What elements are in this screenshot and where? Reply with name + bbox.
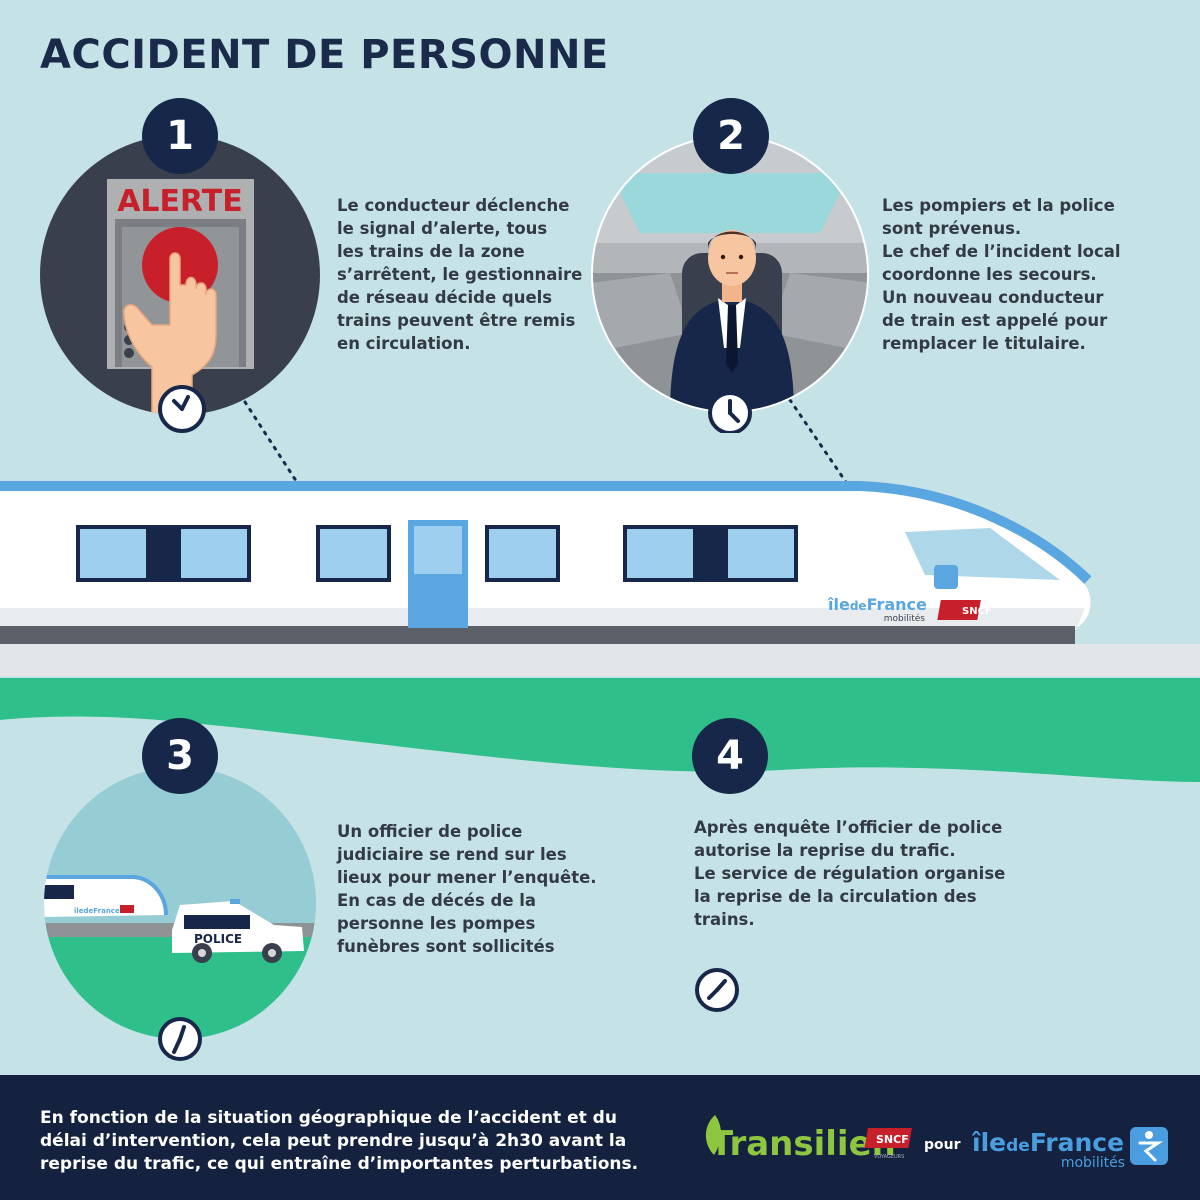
step-2-illustration: [591, 135, 869, 433]
footer-banner: [0, 1075, 1200, 1200]
svg-text:îledeFrance: îledeFrance: [827, 595, 927, 614]
train-brand-de: de: [850, 599, 867, 613]
footer-idf-ile: île: [971, 1128, 1006, 1157]
transilien-leaf-icon: [705, 1115, 721, 1155]
train-door: [408, 520, 468, 628]
small-train: [44, 877, 166, 917]
svg-text:îledeFrance: îledeFrance: [971, 1128, 1124, 1157]
rail-track: [0, 644, 1200, 676]
train-window-4: [623, 525, 798, 582]
alerte-label: ALERTE: [117, 184, 243, 219]
connector-dots-1: [243, 400, 304, 492]
train-operator: SNCF: [962, 606, 992, 617]
step-2-badge: 2: [693, 98, 769, 174]
step-3-illustration: îledeFrance POLICE: [44, 767, 316, 1061]
footer-sncf-logo: [864, 1128, 912, 1148]
green-ground: [0, 678, 1200, 782]
footer-pour: pour: [924, 1137, 961, 1153]
train-brand-mobilites: mobilités: [884, 613, 926, 624]
page-title: ACCIDENT DE PERSONNE: [40, 32, 609, 78]
idf-mobilites-icon: [1130, 1127, 1168, 1165]
step-3-text: Un officier de police judiciaire se rend…: [337, 822, 597, 956]
connector-dots-2: [788, 398, 852, 490]
footer-voyageurs: VOYAGEURS: [874, 1154, 904, 1160]
hand-icon: [123, 252, 217, 415]
footer-idf-france: France: [1030, 1128, 1124, 1157]
train: îledeFrance mobilités SNCF: [0, 481, 1092, 644]
step-4-text: Après enquête l’officier de police autor…: [694, 818, 1006, 929]
driver-face: [708, 230, 756, 286]
step-1-text: Le conducteur déclenche le signal d’aler…: [337, 196, 583, 353]
step-2-text: Les pompiers et la police sont prévenus.…: [882, 196, 1121, 353]
train-window-2: [316, 525, 391, 582]
sncf-logo: [937, 600, 981, 620]
footer-logos: Transilien SNCF VOYAGEURS pour îledeFran…: [705, 1115, 1168, 1171]
step-1-badge: 1: [142, 98, 218, 174]
step-4-badge: 4: [692, 718, 768, 794]
train-brand-ile: île: [827, 595, 850, 614]
footer-idf-de: de: [1006, 1136, 1030, 1156]
train-window-3: [485, 525, 560, 582]
train-window-1: [76, 525, 251, 582]
footer-sncf: SNCF: [876, 1133, 909, 1146]
clock-icon-4: [695, 968, 739, 1012]
step-1-illustration: ALERTE: [40, 135, 320, 433]
step-3-badge: 3: [142, 718, 218, 794]
transilien-logo: Transilien: [710, 1124, 896, 1164]
svg-text:îledeFrance: îledeFrance: [73, 907, 120, 915]
train-brand-france: France: [867, 595, 927, 614]
police-label: POLICE: [194, 932, 242, 946]
footer-idf-mobilites: mobilités: [1061, 1155, 1125, 1171]
footer-text: En fonction de la situation géographique…: [40, 1108, 639, 1174]
idf-symbol-icon: [934, 565, 958, 589]
